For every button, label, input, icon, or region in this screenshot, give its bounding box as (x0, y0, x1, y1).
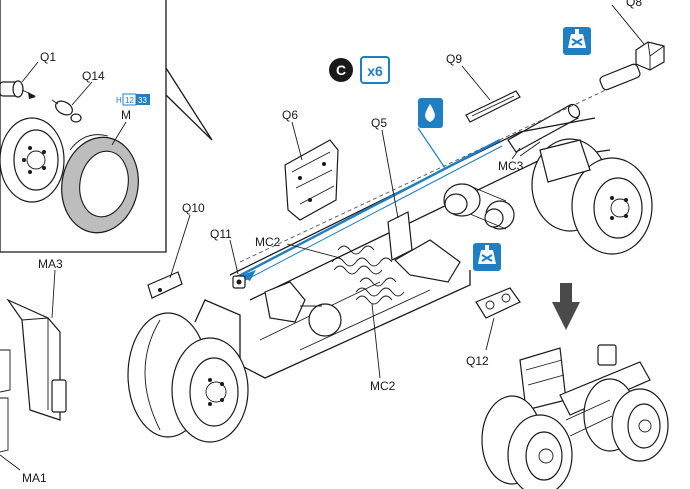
label-q8: Q8 (626, 0, 642, 9)
gear-housing (443, 183, 515, 230)
part-q6 (284, 121, 339, 221)
label-q6: Q6 (282, 108, 298, 122)
spring-lower (355, 277, 405, 305)
step-letter: C (336, 62, 346, 78)
label-q12: Q12 (466, 354, 489, 368)
part-q11 (229, 239, 246, 289)
label-mc3: MC3 (498, 159, 524, 173)
rubber-tire-part (61, 134, 139, 234)
label-q14: Q14 (82, 69, 105, 83)
rear-wheel-pair (531, 138, 653, 255)
part-q12 (475, 287, 521, 351)
part-ma3 (0, 269, 67, 453)
label-q10: Q10 (182, 201, 205, 215)
label-m: M (121, 108, 131, 122)
label-ma3: MA3 (38, 257, 63, 271)
label-q5: Q5 (371, 116, 387, 130)
detail-inset: Q1 Q14 M H (0, 0, 213, 253)
paint-color-reference: H 12 33 (116, 93, 150, 106)
color-ref-code-2: 33 (138, 96, 147, 105)
chassis-frame (194, 87, 611, 379)
part-q5 (381, 129, 461, 283)
color-ref-prefix: H (116, 96, 122, 105)
label-mc2-top: MC2 (255, 235, 281, 249)
down-arrow-icon (552, 283, 580, 330)
shock-absorber-left (264, 281, 342, 337)
step-circle-icon (329, 58, 353, 82)
cement-tube-icon-2 (473, 243, 501, 271)
label-q11: Q11 (210, 227, 232, 241)
spring-upper (331, 245, 393, 275)
cement-tube-icon (563, 27, 591, 55)
label-ma1: MA1 (22, 471, 47, 485)
quantity-badge: x6 (367, 63, 383, 79)
result-preview (481, 344, 669, 489)
label-mc2-bottom: MC2 (370, 379, 396, 393)
part-q8 (599, 4, 665, 91)
color-ref-code-1: 12 (125, 96, 134, 105)
glue-drop-icon (418, 98, 443, 128)
part-q9 (461, 65, 521, 123)
front-wheel-pair (127, 312, 249, 443)
label-q9: Q9 (446, 52, 462, 66)
part-q10 (147, 214, 191, 299)
label-q1: Q1 (40, 50, 56, 64)
quantity-badge-frame (360, 56, 390, 84)
step-header: C x6 (329, 56, 390, 84)
axle-stub-part (0, 80, 36, 99)
inset-wheel (0, 117, 65, 203)
hub-cap-part (51, 99, 82, 123)
